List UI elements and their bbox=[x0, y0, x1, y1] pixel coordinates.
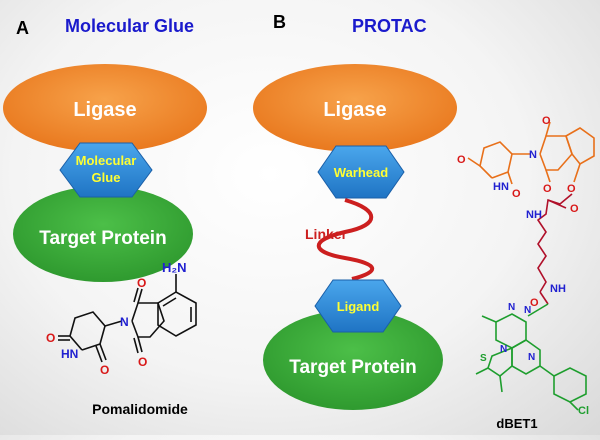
ligase-ellipse-b bbox=[253, 64, 457, 152]
linker-coil bbox=[316, 198, 375, 281]
bond bbox=[547, 199, 567, 209]
atom-n1: N bbox=[508, 302, 515, 313]
panel-a-letter: A bbox=[16, 18, 29, 38]
atom-o-amide2: O bbox=[530, 297, 539, 309]
bond bbox=[81, 343, 101, 351]
bond bbox=[527, 303, 549, 317]
atom-nh2: H₂N bbox=[162, 260, 187, 275]
atom-o-top: O bbox=[137, 276, 146, 290]
bond bbox=[539, 291, 549, 305]
bond bbox=[539, 365, 555, 377]
bond bbox=[137, 336, 143, 353]
warhead-label: Warhead bbox=[334, 165, 388, 180]
bond bbox=[507, 171, 513, 185]
panel-b-letter: B bbox=[273, 12, 286, 32]
atom-n: N bbox=[120, 315, 129, 329]
atom-o-ring: O bbox=[100, 363, 109, 377]
atom-o-bottom: O bbox=[138, 355, 147, 369]
atom-o-glut-b: O bbox=[512, 188, 521, 200]
dbet1-linker-part bbox=[536, 193, 573, 305]
bond bbox=[481, 315, 497, 323]
atom-n3: N bbox=[500, 344, 507, 355]
chlorophenyl-ring bbox=[553, 367, 587, 403]
bond bbox=[104, 320, 123, 327]
glutarimide-ring bbox=[69, 311, 106, 351]
bond bbox=[569, 401, 579, 411]
atom-o-top-b: O bbox=[542, 115, 551, 127]
molecular-glue-hexagon bbox=[59, 142, 153, 198]
panel-a: A Molecular Glue Ligase Target Protein M… bbox=[3, 16, 207, 417]
ligase-label-a: Ligase bbox=[73, 99, 136, 121]
bond bbox=[99, 343, 107, 361]
molecular-glue-label-line2: Glue bbox=[92, 170, 121, 185]
pomalidomide-structure bbox=[58, 274, 197, 363]
thiophene-ring bbox=[487, 346, 513, 377]
atom-o-left: O bbox=[46, 331, 55, 345]
imide-ring bbox=[131, 302, 165, 338]
dbet1-label: dBET1 bbox=[496, 416, 537, 431]
panel-a-title: Molecular Glue bbox=[65, 16, 194, 36]
bond bbox=[545, 169, 551, 183]
diazepine-ring bbox=[511, 339, 541, 375]
dbet1-warhead-part bbox=[467, 121, 595, 185]
target-protein-ellipse-a bbox=[13, 186, 193, 282]
bond bbox=[95, 345, 103, 363]
benzene-ring-b bbox=[565, 127, 595, 166]
target-protein-label-a: Target Protein bbox=[39, 228, 166, 249]
ligase-ellipse-a bbox=[3, 64, 207, 152]
bond bbox=[133, 287, 139, 303]
bond bbox=[162, 297, 177, 307]
bond bbox=[573, 163, 581, 183]
atom-o-imide-b: O bbox=[543, 183, 552, 195]
molecular-glue-label-line1: Molecular bbox=[76, 153, 137, 168]
ligand-hexagon bbox=[314, 279, 402, 333]
atom-s: S bbox=[480, 353, 487, 364]
atom-nh2: NH bbox=[550, 283, 566, 295]
panel-b-title: PROTAC bbox=[352, 16, 427, 36]
bond bbox=[499, 375, 503, 393]
atom-o-ether-b: O bbox=[567, 183, 576, 195]
dbet1-ligand-part bbox=[475, 303, 587, 411]
bond bbox=[475, 367, 489, 375]
linker-chain bbox=[536, 193, 573, 293]
panel-b: B PROTAC Ligase Warhead Linker Target Pr… bbox=[253, 12, 595, 431]
atom-hn-b: HN bbox=[493, 181, 509, 193]
bond bbox=[133, 337, 139, 354]
target-protein-label-b: Target Protein bbox=[289, 357, 416, 378]
atom-o-left-b: O bbox=[457, 154, 466, 166]
atom-o-amide1: O bbox=[570, 203, 579, 215]
atom-n4: N bbox=[528, 352, 535, 363]
linker-label: Linker bbox=[305, 226, 348, 242]
atom-cl: Cl bbox=[578, 405, 589, 417]
target-protein-ellipse-b bbox=[263, 310, 443, 410]
warhead-hexagon bbox=[317, 145, 405, 199]
glutarimide-ring-b bbox=[479, 141, 513, 179]
atom-n2: N bbox=[524, 305, 531, 316]
bond bbox=[137, 288, 143, 304]
ligand-label: Ligand bbox=[337, 299, 380, 314]
pomalidomide-label: Pomalidomide bbox=[92, 401, 188, 417]
ligase-label-b: Ligase bbox=[323, 99, 386, 121]
bond bbox=[545, 121, 551, 137]
atom-n-imide-b: N bbox=[529, 149, 537, 161]
atom-hn: HN bbox=[61, 347, 78, 361]
bond bbox=[467, 157, 481, 167]
atom-nh1: NH bbox=[526, 209, 542, 221]
